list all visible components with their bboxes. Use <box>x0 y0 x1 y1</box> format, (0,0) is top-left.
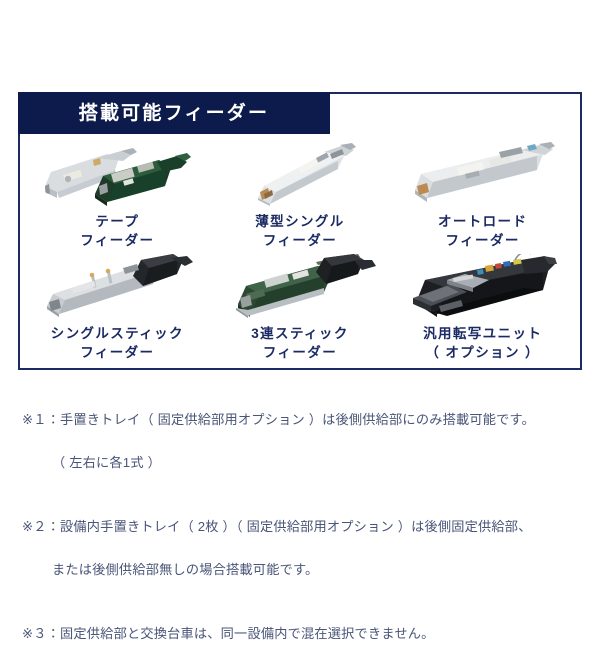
single-stick-feeder-photo <box>37 254 197 320</box>
note-1-sub: （ 左右に各1式 ） <box>52 455 161 471</box>
general-transfer-unit-photo <box>403 254 563 320</box>
feeder-item-general-transfer[interactable]: 汎用転写ユニット （ オプション ） <box>391 252 574 364</box>
feeder-item-single-stick[interactable]: シングルスティック フィーダー <box>26 252 209 364</box>
feeder-label-general-transfer: 汎用転写ユニット （ オプション ） <box>423 326 543 361</box>
notes-list: ※１：手置きトレイ（ 固定供給部用オプション ）は後側供給部にのみ搭載可能です。… <box>22 388 584 666</box>
tape-feeder-photo <box>37 142 197 208</box>
panel-header: 搭載可能フィーダー <box>18 92 330 134</box>
note-1: ※１：手置きトレイ（ 固定供給部用オプション ）は後側供給部にのみ搭載可能です。… <box>22 388 584 495</box>
note-2-main: ※２：設備内手置きトレイ（ 2枚 ）（ 固定供給部用オプション ）は後側固定供給… <box>22 519 532 535</box>
feeder-grid: テープ フィーダー <box>20 138 580 368</box>
feeder-item-tape[interactable]: テープ フィーダー <box>26 140 209 252</box>
feeder-label-triple-stick: 3連スティック フィーダー <box>251 326 349 361</box>
note-3-main: ※３：固定供給部と交換台車は、同一設備内で混在選択できません。 <box>22 626 435 642</box>
note-2-sub: または後側供給部無しの場合搭載可能です。 <box>52 562 319 577</box>
feeder-label-thin-single: 薄型シングル フィーダー <box>255 214 345 249</box>
feeder-item-thin-single[interactable]: 薄型シングル フィーダー <box>209 140 392 252</box>
feeder-item-autoload[interactable]: オートロード フィーダー <box>391 140 574 252</box>
note-2: ※２：設備内手置きトレイ（ 2枚 ）（ 固定供給部用オプション ）は後側固定供給… <box>22 495 584 602</box>
autoload-feeder-photo <box>403 142 563 208</box>
feeder-label-autoload: オートロード フィーダー <box>437 214 528 249</box>
feeder-label-tape: テープ フィーダー <box>80 214 155 249</box>
note-3: ※３：固定供給部と交換台車は、同一設備内で混在選択できません。 <box>22 602 584 666</box>
panel-title: 搭載可能フィーダー <box>78 102 270 124</box>
feeder-label-single-stick: シングルスティック フィーダー <box>50 326 184 361</box>
thin-single-feeder-photo <box>220 142 380 208</box>
triple-stick-feeder-photo <box>220 254 380 320</box>
feeder-panel: 搭載可能フィーダー <box>18 92 582 370</box>
note-1-main: ※１：手置きトレイ（ 固定供給部用オプション ）は後側供給部にのみ搭載可能です。 <box>22 412 535 428</box>
feeder-item-triple-stick[interactable]: 3連スティック フィーダー <box>209 252 392 364</box>
